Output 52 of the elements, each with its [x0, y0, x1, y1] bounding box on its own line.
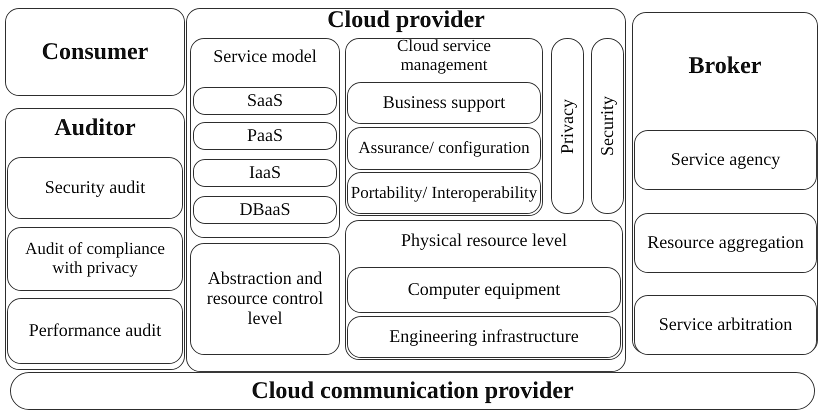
rounded-box	[7, 298, 183, 364]
group-panel	[345, 38, 543, 216]
rounded-box	[193, 87, 337, 115]
box-label: Performance audit	[28, 321, 162, 341]
rounded-box	[193, 122, 337, 150]
box-label: Security	[598, 96, 618, 156]
rounded-box	[5, 8, 185, 96]
rounded-box	[193, 196, 337, 224]
rounded-box	[347, 172, 541, 214]
rounded-box	[634, 130, 817, 190]
group-panel	[632, 12, 818, 354]
rounded-box	[193, 159, 337, 187]
box-label: Service arbitration	[658, 315, 792, 335]
rounded-box	[347, 267, 621, 313]
box-label: Engineering infrastructure	[389, 327, 579, 347]
group-panel	[186, 8, 626, 372]
box-label: SaaS	[247, 91, 283, 111]
group-panel	[5, 108, 185, 370]
box-label: Resource aggregation	[647, 233, 804, 253]
box-label: Cloud communication provider	[251, 378, 574, 404]
rounded-box	[347, 316, 621, 358]
group-title: Cloud service management	[396, 37, 492, 74]
rounded-box	[591, 38, 624, 214]
group-title: Physical resource level	[400, 231, 568, 251]
box-label: Service agency	[670, 150, 780, 170]
box-label: Consumer	[42, 38, 148, 66]
rounded-box	[10, 372, 815, 410]
box-label: Privacy	[558, 98, 578, 154]
group-title: Broker	[688, 53, 762, 80]
rounded-box	[190, 243, 340, 355]
box-label: Security audit	[44, 178, 146, 198]
box-label: DBaaS	[240, 200, 290, 220]
box-label: Portability/ Interoperability	[350, 184, 538, 202]
rounded-box	[551, 38, 584, 214]
rounded-box	[7, 157, 183, 219]
box-label: IaaS	[249, 163, 281, 183]
group-title: Cloud provider	[326, 7, 486, 34]
group-panel	[190, 38, 340, 238]
group-title: Service model	[212, 47, 318, 67]
box-label: Abstraction and resource control level	[206, 269, 324, 329]
rounded-box	[7, 227, 183, 291]
box-label: PaaS	[247, 126, 283, 146]
box-label: Assurance/ configuration	[358, 139, 530, 158]
rounded-box	[347, 127, 541, 170]
group-title: Auditor	[53, 115, 137, 142]
rounded-box	[347, 82, 541, 124]
rounded-box	[634, 295, 817, 355]
box-label: Audit of compliance with privacy	[24, 240, 166, 278]
box-label: Computer equipment	[408, 280, 560, 300]
box-label: Business support	[382, 93, 506, 113]
group-panel	[345, 220, 623, 360]
rounded-box	[634, 213, 817, 273]
